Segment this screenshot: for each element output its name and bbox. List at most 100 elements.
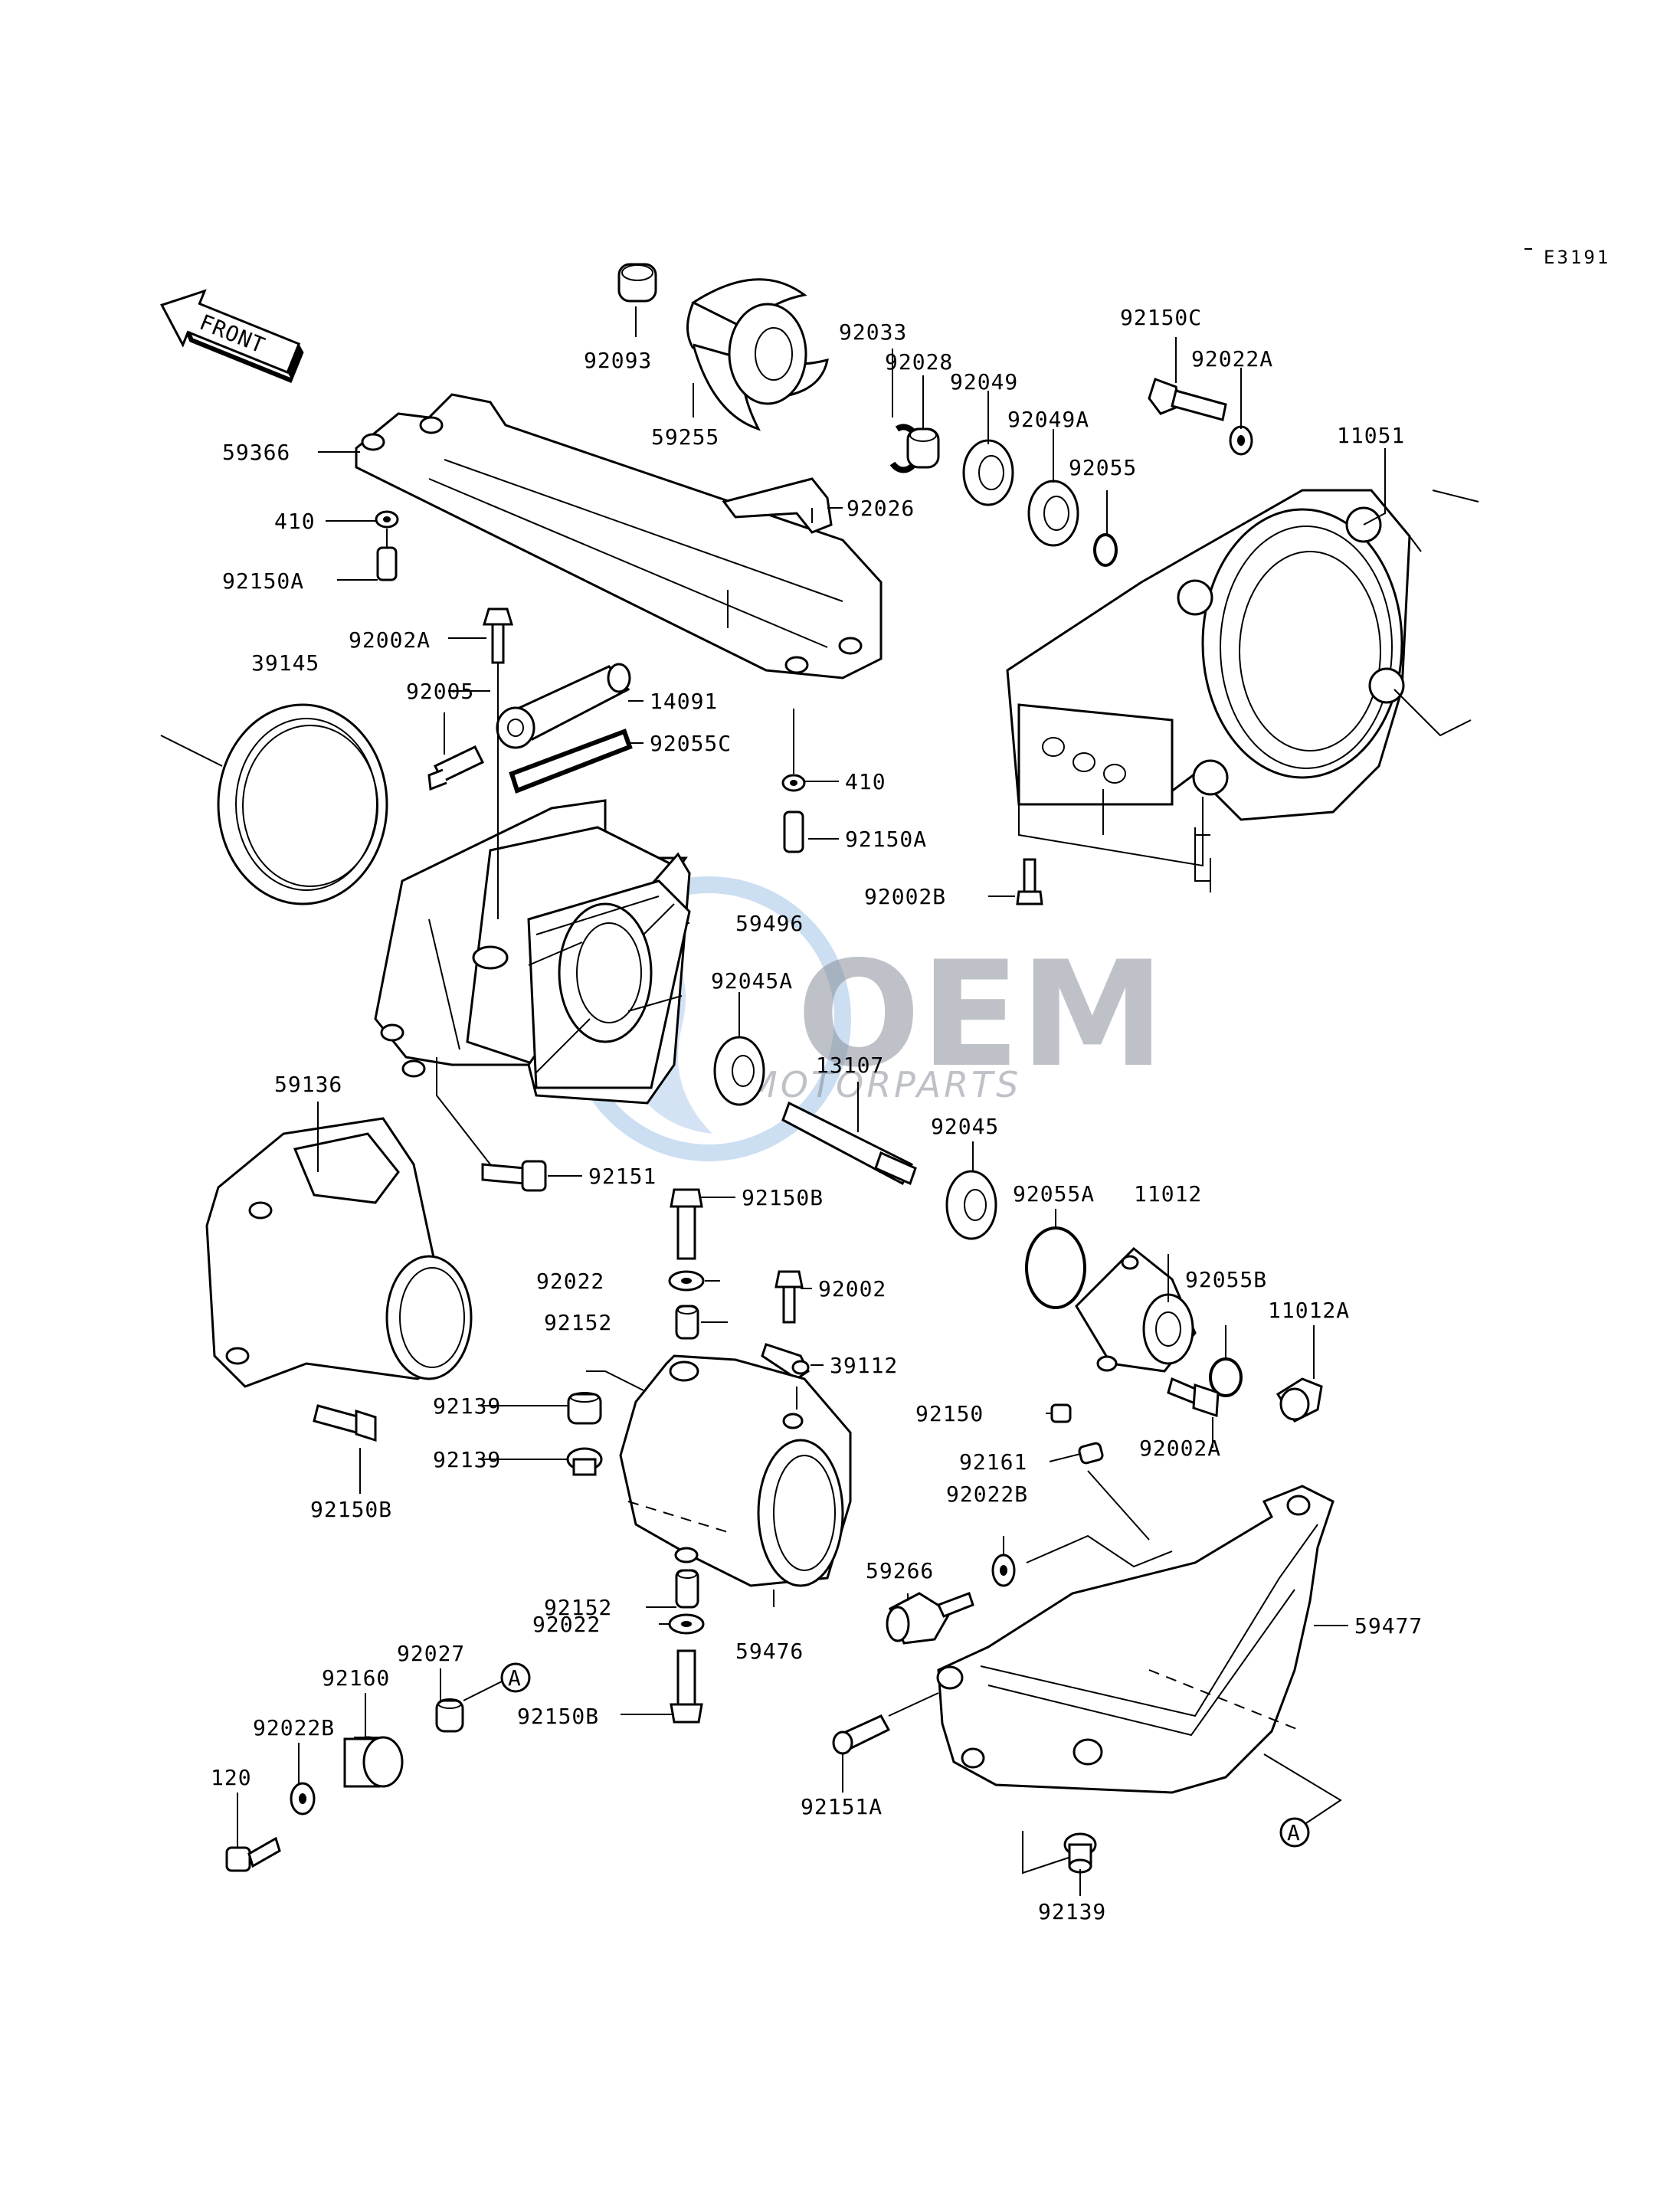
fitting-92005 (427, 745, 485, 791)
washer-410-lower (781, 774, 806, 792)
cap-11012 (1075, 1246, 1197, 1373)
collar-92152-bottom (675, 1569, 699, 1609)
watermark-brand: OEM (797, 930, 1164, 1099)
label-92055: 92055 (1069, 455, 1137, 480)
svg-text:A: A (508, 1665, 522, 1691)
bearing-92045A (713, 1036, 765, 1106)
label-13107: 13107 (816, 1053, 884, 1078)
label-92028: 92028 (885, 349, 953, 375)
label-92093: 92093 (584, 348, 652, 373)
bolt-92150C (1148, 378, 1227, 421)
label-59476: 59476 (735, 1639, 804, 1664)
label-39145: 39145 (251, 650, 319, 676)
label-92022A: 92022A (1191, 346, 1273, 372)
fitting-59266 (886, 1592, 974, 1645)
label-92022B-right: 92022B (946, 1482, 1028, 1507)
washer-92022-bottom (668, 1613, 705, 1635)
bolt-92002 (775, 1270, 804, 1324)
pump-case-59496 (374, 799, 691, 1105)
label-92027: 92027 (397, 1641, 465, 1666)
label-92152-bottom: 92152 (544, 1595, 612, 1620)
watermark-sub: MOTORPARTS (747, 1064, 1021, 1105)
label-92152-top: 92152 (544, 1310, 612, 1335)
oring-92055A (1025, 1226, 1086, 1309)
damper-92160 (343, 1736, 404, 1788)
washer-410-top (375, 510, 399, 529)
label-92150B-center-top: 92150B (742, 1185, 824, 1210)
cap-11012A (1276, 1377, 1323, 1423)
nozzle-59136 (205, 1117, 473, 1388)
bolt-92150B-center-top (670, 1188, 703, 1260)
label-14091: 14091 (650, 689, 718, 714)
housing-11051 (1006, 489, 1411, 821)
label-92151A: 92151A (801, 1794, 883, 1819)
washer-92022B-left (290, 1782, 316, 1816)
seal-92049 (962, 439, 1014, 506)
ring-39145 (217, 703, 388, 905)
label-92161: 92161 (959, 1449, 1027, 1475)
bolt-92151A (832, 1714, 891, 1755)
pump-plate-59366 (355, 393, 883, 679)
washer-92022-top (668, 1270, 705, 1292)
label-92151: 92151 (588, 1164, 657, 1189)
callout-a-left: A (500, 1662, 531, 1693)
bolt-92002B (1016, 858, 1043, 905)
label-92139-b: 92139 (433, 1447, 501, 1472)
label-120: 120 (211, 1765, 252, 1790)
diagram-code: E3191 (1544, 247, 1610, 268)
label-92150A-top: 92150A (222, 568, 304, 594)
lever-39112 (761, 1343, 810, 1380)
label-92045A: 92045A (711, 968, 793, 994)
cap-92093 (617, 263, 657, 303)
bolt-92151 (481, 1160, 547, 1192)
bolt-92150A-lower (783, 810, 804, 853)
label-92002: 92002 (818, 1276, 886, 1302)
label-92055C: 92055C (650, 731, 732, 756)
bolt-92150 (1050, 1403, 1072, 1423)
oring-92055B (1209, 1357, 1243, 1397)
svg-text:A: A (1287, 1820, 1301, 1845)
label-92022-top: 92022 (536, 1269, 604, 1294)
label-92002B: 92002B (864, 884, 946, 909)
callout-a-right: A (1279, 1817, 1310, 1848)
bolt-92150B-center-bottom (670, 1649, 703, 1724)
part-92161 (1078, 1442, 1104, 1465)
label-92033: 92033 (839, 319, 907, 345)
label-92049A: 92049A (1007, 407, 1089, 432)
impeller-59255 (686, 278, 829, 431)
seal-92049A (1027, 480, 1079, 547)
gasket-92055C (509, 729, 633, 794)
label-11012: 11012 (1134, 1181, 1202, 1207)
collar-92152-top (675, 1305, 699, 1340)
oring-92055 (1093, 533, 1118, 567)
label-410-top: 410 (274, 509, 316, 534)
bolt-92002A-top (482, 607, 514, 664)
deflector-59476 (619, 1354, 852, 1587)
collar-92028 (906, 427, 940, 469)
label-92005: 92005 (406, 679, 474, 704)
bearing-92045 (945, 1170, 997, 1240)
label-11051: 11051 (1337, 423, 1405, 448)
label-59136: 59136 (274, 1072, 342, 1097)
bolt-92002A-right (1167, 1377, 1220, 1418)
label-92139-a: 92139 (433, 1393, 501, 1419)
front-arrow: FRONT (160, 289, 304, 383)
bolt-92150A-top (376, 546, 398, 581)
label-92150B-left: 92150B (310, 1497, 392, 1522)
label-92160: 92160 (322, 1665, 390, 1691)
collar-92027 (435, 1698, 464, 1733)
label-92150B-center-bottom: 92150B (517, 1704, 599, 1729)
label-92055A: 92055A (1013, 1181, 1095, 1207)
bolt-120 (225, 1836, 281, 1872)
label-92150: 92150 (915, 1401, 984, 1426)
label-92045: 92045 (931, 1114, 999, 1139)
washer-92022B-right (991, 1554, 1016, 1587)
label-59266: 59266 (866, 1558, 934, 1583)
shaft-13107 (781, 1101, 917, 1186)
label-92055B: 92055B (1185, 1267, 1267, 1292)
leader-lines (160, 248, 1532, 1896)
bushing-92139-a (567, 1392, 602, 1425)
label-11012A: 11012A (1268, 1298, 1350, 1323)
label-92139-c: 92139 (1038, 1899, 1106, 1924)
